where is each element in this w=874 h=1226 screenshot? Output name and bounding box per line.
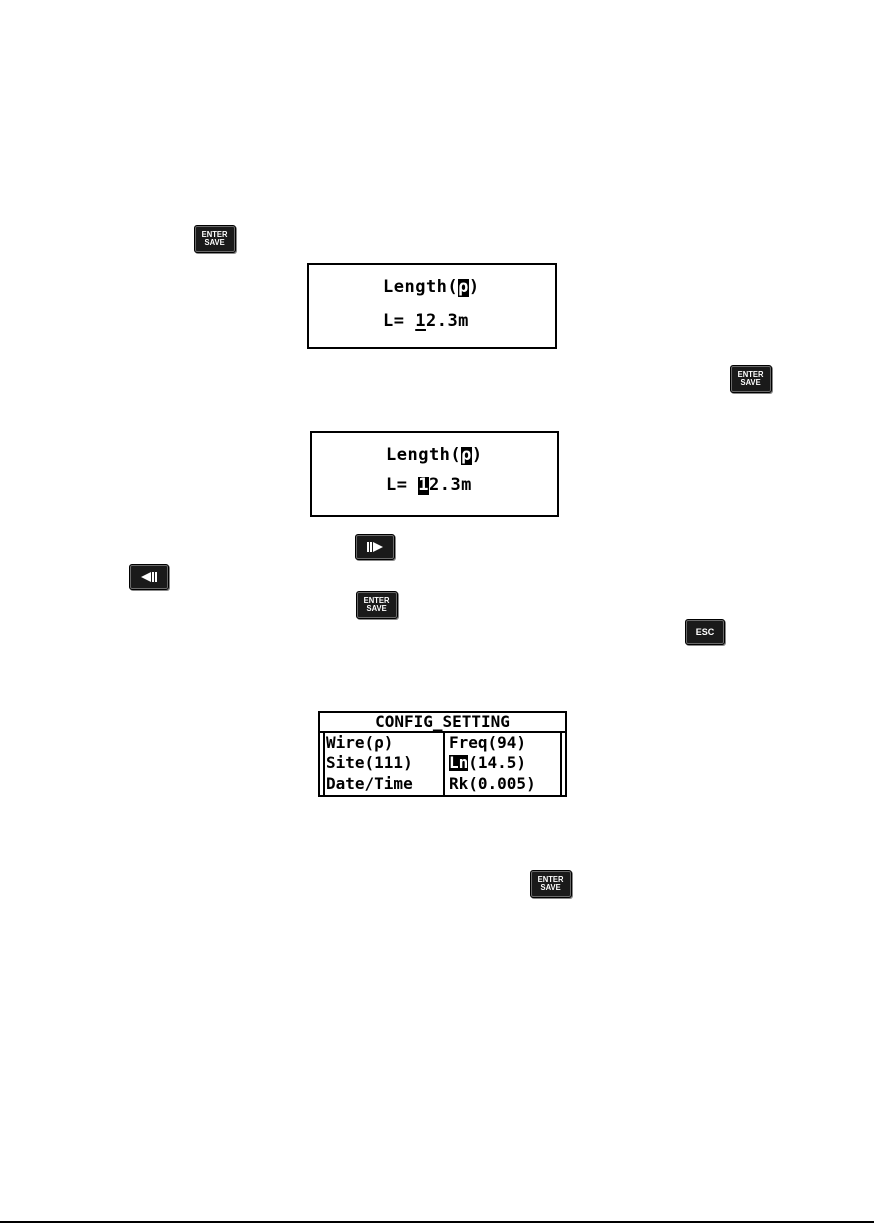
lcd-length-value: L= 12.3m [386,475,472,495]
config-item-ln: Ln(14.5) [449,753,526,773]
save-label: SAVE [741,379,761,387]
title-prefix: Length( [383,277,458,297]
enter-save-key-icon: ENTER SAVE [356,591,398,619]
lcd-length-screen-2: Length(ρ) L= 12.3m [310,431,559,517]
save-label: SAVE [205,239,225,247]
config-item-ln-highlight: Ln [449,755,468,771]
page-bottom-rule [0,1221,874,1223]
config-item-rk: Rk(0.005) [449,774,536,794]
save-label: SAVE [367,605,387,613]
enter-save-key-icon: ENTER SAVE [730,365,772,393]
config-item-freq: Freq(94) [449,733,526,753]
value-prefix: L= [383,311,415,331]
right-arrow-icon [365,541,385,553]
left-arrow-key-icon [129,564,169,590]
enter-save-key-icon: ENTER SAVE [530,870,572,898]
value-suffix: 2.3m [426,311,469,331]
rho-marker: ρ [458,279,469,297]
lcd-config-setting-screen: CONFIG_SETTING Wire(ρ) Site(111) Date/Ti… [318,711,567,797]
value-prefix: L= [386,475,418,495]
title-suffix: ) [472,445,483,465]
title-prefix: Length( [386,445,461,465]
lcd-length-value: L= 12.3m [383,311,469,331]
enter-save-key-icon: ENTER SAVE [194,225,236,253]
left-arrow-icon [139,571,159,583]
config-item-ln-value: (14.5) [468,753,526,772]
highlighted-cursor-digit: 1 [418,477,429,495]
esc-label: ESC [696,628,715,637]
lcd-length-screen-1: Length(ρ) L= 12.3m [307,263,557,349]
config-menu-grid: Wire(ρ) Site(111) Date/Time Freq(94) Ln(… [323,733,562,795]
config-item-date-time: Date/Time [326,774,413,794]
right-arrow-key-icon [355,534,395,560]
config-title: CONFIG_SETTING [320,713,565,733]
rho-marker: ρ [461,447,472,465]
lcd-length-title: Length(ρ) [386,445,483,465]
esc-key-icon: ESC [685,619,725,645]
save-label: SAVE [541,884,561,892]
config-item-wire: Wire(ρ) [326,733,393,753]
title-suffix: ) [469,277,480,297]
underlined-cursor-digit: 1 [415,311,426,331]
lcd-length-title: Length(ρ) [383,277,480,297]
config-item-site: Site(111) [326,753,413,773]
config-column-divider [443,733,445,795]
value-suffix: 2.3m [429,475,472,495]
